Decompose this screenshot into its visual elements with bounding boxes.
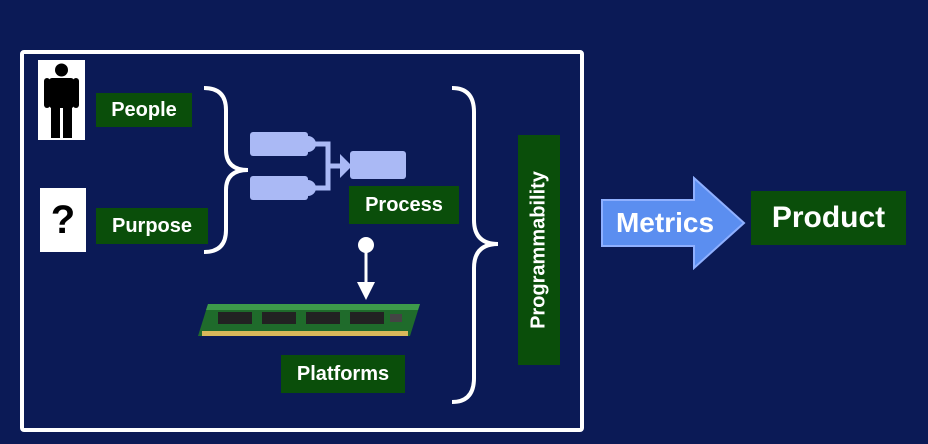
programmability-text: Programmability — [527, 171, 550, 329]
process-flow-icon — [250, 132, 406, 200]
product-label: Product — [751, 191, 906, 245]
process-label: Process — [349, 186, 459, 224]
people-label: People — [96, 93, 192, 127]
metrics-arrow-icon — [601, 176, 746, 270]
right-brace-icon — [451, 86, 499, 404]
platforms-label: Platforms — [281, 355, 405, 393]
purpose-label: Purpose — [96, 208, 208, 244]
question-mark: ? — [50, 197, 76, 242]
person-icon — [38, 60, 85, 140]
left-brace-icon — [203, 86, 249, 254]
pin-arrow-icon — [357, 237, 375, 300]
metrics-label: Metrics — [615, 207, 715, 238]
memory-module-icon — [198, 304, 420, 336]
programmability-label: Programmability — [518, 135, 560, 365]
main-frame — [20, 50, 584, 432]
question-icon: ? — [40, 188, 86, 252]
